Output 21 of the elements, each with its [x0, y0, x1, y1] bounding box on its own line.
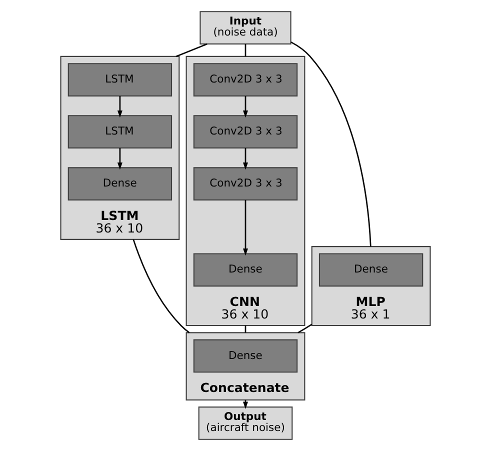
node-box: Dense [67, 167, 172, 200]
connector [244, 44, 246, 56]
arrow [242, 200, 248, 256]
node-box: Conv2D 3 x 3 [192, 115, 298, 148]
node-box: Dense [192, 339, 298, 373]
node-box: Input (noise data) [199, 11, 291, 44]
connector [132, 239, 190, 334]
node-box: Dense [318, 253, 423, 287]
node-box: LSTM [67, 63, 172, 96]
node-box: Output (aircraft noise) [198, 406, 292, 440]
connector [297, 324, 312, 334]
connector [290, 41, 371, 247]
arrow [116, 148, 122, 170]
connector [175, 43, 207, 58]
node-box: Dense [192, 253, 298, 287]
arrow [116, 96, 122, 118]
node-box: LSTM [67, 115, 172, 148]
arrow [242, 96, 248, 118]
node-box: Conv2D 3 x 3 [192, 63, 298, 96]
node-box: Conv2D 3 x 3 [192, 167, 298, 200]
arrow [242, 148, 248, 170]
